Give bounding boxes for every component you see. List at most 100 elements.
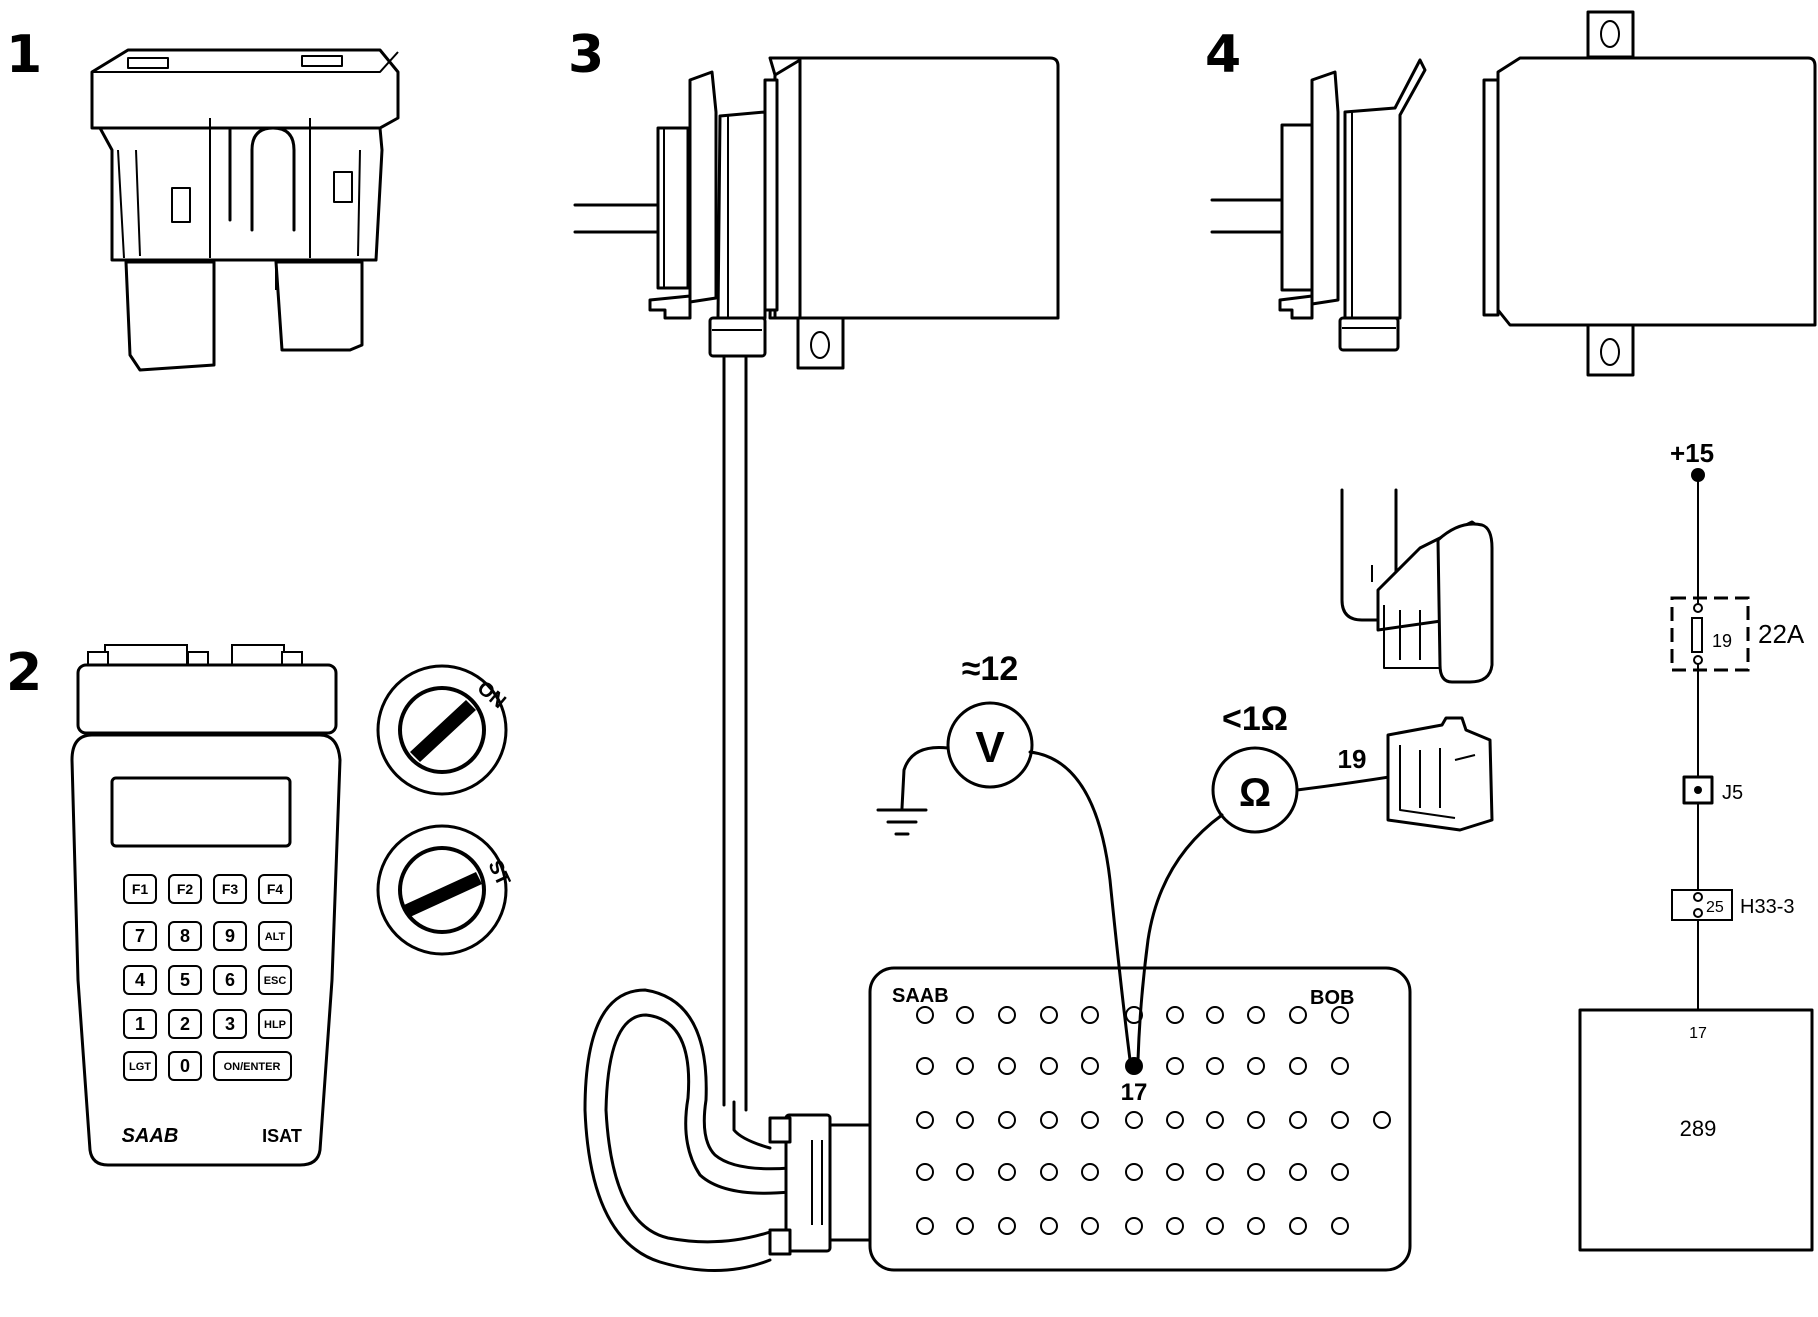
bob-pin[interactable] <box>956 1217 974 1235</box>
bob-pin[interactable] <box>1206 1217 1224 1235</box>
bob-pin[interactable] <box>1081 1057 1099 1075</box>
bob-pin[interactable] <box>1247 1217 1265 1235</box>
bob-pin[interactable] <box>916 1111 934 1129</box>
svg-text:F1: F1 <box>132 881 149 897</box>
bob-pin[interactable] <box>1040 1217 1058 1235</box>
key-f4[interactable]: F4 <box>258 874 292 904</box>
bob-pin[interactable] <box>1125 1111 1143 1129</box>
bob-pin[interactable] <box>1206 1057 1224 1075</box>
bob-pin[interactable] <box>956 1163 974 1181</box>
bob-pin[interactable] <box>1166 1217 1184 1235</box>
bob-pin[interactable] <box>1331 1006 1349 1024</box>
key-on-enter[interactable]: ON/ENTER <box>213 1051 292 1081</box>
bob-pin[interactable] <box>916 1006 934 1024</box>
key-hlp[interactable]: HLP <box>258 1009 292 1039</box>
bob-pin[interactable] <box>916 1217 934 1235</box>
bob-pin[interactable] <box>998 1163 1016 1181</box>
bob-pin[interactable] <box>1373 1111 1391 1129</box>
key-4[interactable]: 4 <box>123 965 157 995</box>
supply-label: +15 <box>1670 438 1714 468</box>
wiring-schematic: +15 19 22A J5 25 H33-3 17 289 <box>1578 438 1814 1252</box>
svg-text:ESC: ESC <box>264 975 287 987</box>
bob-pin[interactable] <box>956 1006 974 1024</box>
key-6[interactable]: 6 <box>213 965 247 995</box>
bob-pin[interactable] <box>1081 1217 1099 1235</box>
bob-pin-grid <box>916 1006 1391 1235</box>
bob-pin[interactable] <box>1081 1111 1099 1129</box>
bob-pin[interactable] <box>998 1006 1016 1024</box>
connector-label: H33-3 <box>1740 896 1794 918</box>
key-f2[interactable]: F2 <box>168 874 202 904</box>
bob-pin[interactable] <box>1247 1111 1265 1129</box>
bob-pin[interactable] <box>1247 1006 1265 1024</box>
connector-h33-3: 25 <box>1671 889 1733 921</box>
svg-text:ON/ENTER: ON/ENTER <box>224 1061 281 1073</box>
bob-pin[interactable] <box>1289 1163 1307 1181</box>
bob-pin[interactable] <box>1081 1006 1099 1024</box>
bob-pin[interactable] <box>1289 1217 1307 1235</box>
bob-breakout-box: SAAB BOB 17 <box>868 966 1412 1272</box>
bob-pin-17[interactable] <box>1125 1057 1143 1075</box>
svg-text:4: 4 <box>135 970 145 990</box>
key-1[interactable]: 1 <box>123 1009 157 1039</box>
bob-pin[interactable] <box>1289 1057 1307 1075</box>
bob-pin[interactable] <box>956 1057 974 1075</box>
bob-pin[interactable] <box>1331 1111 1349 1129</box>
bob-pin[interactable] <box>1040 1006 1058 1024</box>
key-9[interactable]: 9 <box>213 921 247 951</box>
voltmeter: ≈12 V <box>876 650 1132 1062</box>
key-esc[interactable]: ESC <box>258 965 292 995</box>
key-f3[interactable]: F3 <box>213 874 247 904</box>
terminal-19-label: 19 <box>1338 744 1367 774</box>
svg-text:0: 0 <box>180 1056 190 1076</box>
bob-pin[interactable] <box>916 1057 934 1075</box>
key-2[interactable]: 2 <box>168 1009 202 1039</box>
key-f1[interactable]: F1 <box>123 874 157 904</box>
key-5[interactable]: 5 <box>168 965 202 995</box>
step-number-2: 2 <box>6 643 42 703</box>
control-module-disconnected <box>1210 10 1817 377</box>
bob-pin[interactable] <box>1247 1163 1265 1181</box>
ground-icon <box>876 808 928 836</box>
key-8[interactable]: 8 <box>168 921 202 951</box>
bob-pin[interactable] <box>998 1111 1016 1129</box>
bob-pin[interactable] <box>998 1217 1016 1235</box>
bob-pin[interactable] <box>1166 1111 1184 1129</box>
bob-pin[interactable] <box>1125 1217 1143 1235</box>
ignition-switch-start: ST <box>376 824 514 956</box>
key-7[interactable]: 7 <box>123 921 157 951</box>
control-module-with-adapter <box>573 56 1060 370</box>
tester-brand: SAAB <box>122 1125 179 1147</box>
bob-pin[interactable] <box>1040 1163 1058 1181</box>
bob-pin[interactable] <box>1289 1006 1307 1024</box>
key-alt[interactable]: ALT <box>258 921 292 951</box>
key-3[interactable]: 3 <box>213 1009 247 1039</box>
bob-pin[interactable] <box>1040 1057 1058 1075</box>
bob-pin[interactable] <box>1331 1057 1349 1075</box>
svg-text:3: 3 <box>225 1014 235 1034</box>
key-lgt[interactable]: LGT <box>123 1051 157 1081</box>
resistance-value: <1Ω <box>1222 700 1288 738</box>
bob-pin[interactable] <box>1331 1163 1349 1181</box>
svg-text:HLP: HLP <box>264 1019 286 1031</box>
bob-pin[interactable] <box>1206 1006 1224 1024</box>
bob-pin[interactable] <box>1081 1163 1099 1181</box>
bob-pin[interactable] <box>1331 1217 1349 1235</box>
key-0[interactable]: 0 <box>168 1051 202 1081</box>
bob-pin[interactable] <box>1166 1057 1184 1075</box>
keypad: F1 F2 F3 F4 7 8 9 ALT 4 5 6 ESC 1 2 3 HL… <box>123 874 292 1081</box>
bob-pin[interactable] <box>1125 1163 1143 1181</box>
bob-pin[interactable] <box>1247 1057 1265 1075</box>
bob-pin[interactable] <box>1040 1111 1058 1129</box>
bob-pin[interactable] <box>1166 1006 1184 1024</box>
bob-pin[interactable] <box>1166 1163 1184 1181</box>
bob-pin[interactable] <box>1289 1111 1307 1129</box>
bob-pin[interactable] <box>1206 1163 1224 1181</box>
junction-label: J5 <box>1722 782 1743 804</box>
svg-text:F3: F3 <box>222 881 239 897</box>
bob-pin[interactable] <box>916 1163 934 1181</box>
bob-pin[interactable] <box>1206 1111 1224 1129</box>
bob-pin[interactable] <box>956 1111 974 1129</box>
bob-pin[interactable] <box>998 1057 1016 1075</box>
